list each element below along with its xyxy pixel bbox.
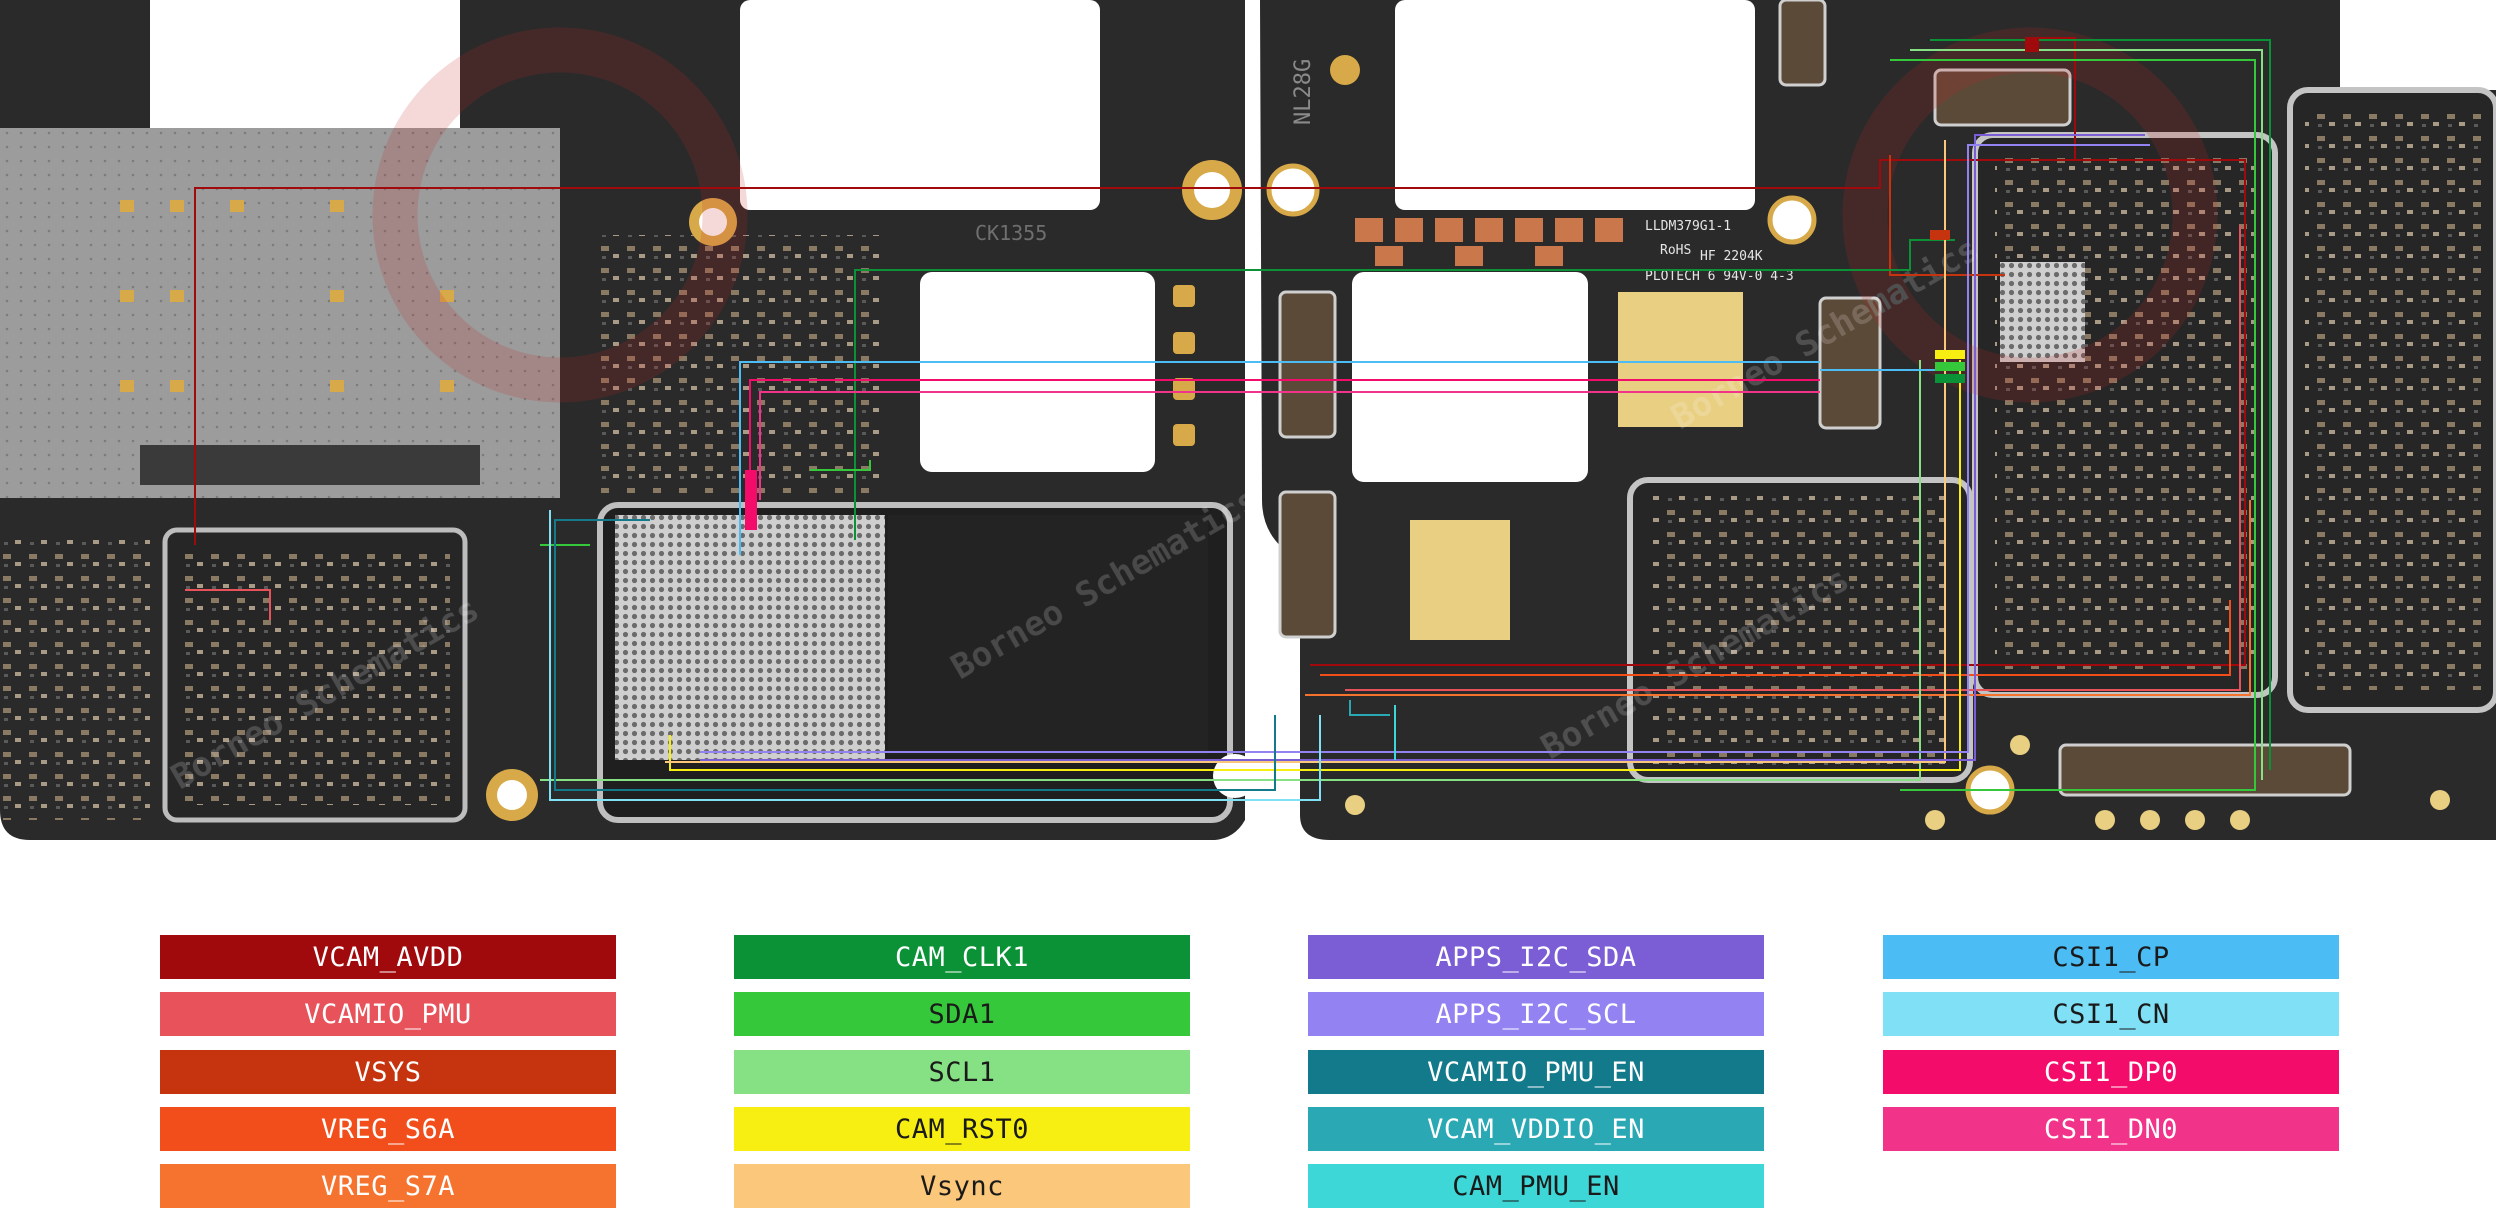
legend-item-csi1-cp: CSI1_CP [1883, 935, 2339, 979]
silkscreen-pcb-maker: PLOTECH 6 94V-0 4-3 [1645, 269, 1794, 284]
silkscreen-left-code: CK1355 [975, 221, 1047, 245]
legend-label: CSI1_DP0 [2043, 1056, 2179, 1088]
silkscreen-part-number: LLDM379G1-1 [1645, 219, 1731, 234]
legend-item-vreg-s6a: VREG_S6A [160, 1107, 616, 1151]
legend-label: VREG_S6A [320, 1113, 456, 1145]
legend-item-csi1-cn: CSI1_CN [1883, 992, 2339, 1036]
legend-item-vsys: VSYS [160, 1050, 616, 1094]
legend-label: VCAM_AVDD [312, 941, 464, 973]
legend-label: SCL1 [928, 1056, 996, 1088]
legend-label: VCAMIO_PMU_EN [1427, 1056, 1645, 1088]
probe-markers [745, 38, 2039, 530]
legend-item-sda1: SDA1 [734, 992, 1190, 1036]
legend-item-apps-i2c-scl: APPS_I2C_SCL [1308, 992, 1764, 1036]
legend-item-scl1: SCL1 [734, 1050, 1190, 1094]
legend-item-vsync: Vsync [734, 1164, 1190, 1208]
legend-item-vcam-vddio-en: VCAM_VDDIO_EN [1308, 1107, 1764, 1151]
legend-label: CSI1_CP [2052, 941, 2170, 973]
left-board [0, 0, 1257, 840]
legend-label: VREG_S7A [320, 1170, 456, 1202]
legend-item-cam-pmu-en: CAM_PMU_EN [1308, 1164, 1764, 1208]
legend-label: VCAM_VDDIO_EN [1427, 1113, 1645, 1145]
legend-label: CSI1_DN0 [2043, 1113, 2179, 1145]
legend-item-vcam-avdd: VCAM_AVDD [160, 935, 616, 979]
legend-label: Vsync [920, 1170, 1004, 1202]
legend-item-vcamio-pmu: VCAMIO_PMU [160, 992, 616, 1036]
legend-item-csi1-dp0: CSI1_DP0 [1883, 1050, 2339, 1094]
legend-label: CAM_PMU_EN [1452, 1170, 1620, 1202]
legend-label: CSI1_CN [2052, 998, 2170, 1030]
legend-item-csi1-dn0: CSI1_DN0 [1883, 1107, 2339, 1151]
legend-item-cam-rst0: CAM_RST0 [734, 1107, 1190, 1151]
silkscreen-rohs: RoHS [1660, 243, 1691, 258]
legend-label: CAM_CLK1 [894, 941, 1030, 973]
legend-label: VCAMIO_PMU [304, 998, 472, 1030]
legend-label: CAM_RST0 [894, 1113, 1030, 1145]
legend-item-vreg-s7a: VREG_S7A [160, 1164, 616, 1208]
legend-item-apps-i2c-sda: APPS_I2C_SDA [1308, 935, 1764, 979]
legend-label: VSYS [354, 1056, 422, 1088]
signal-traces [185, 37, 2271, 801]
pcb-board-photo: CK1355 NL28G LLDM379G1-1 RoHS HF 2204K P… [0, 0, 2496, 840]
right-board [1260, 0, 2496, 840]
legend-label: APPS_I2C_SCL [1435, 998, 1637, 1030]
legend-item-vcamio-pmu-en: VCAMIO_PMU_EN [1308, 1050, 1764, 1094]
legend-label: SDA1 [928, 998, 996, 1030]
silkscreen-hf: HF 2204K [1700, 249, 1763, 264]
legend-item-cam-clk1: CAM_CLK1 [734, 935, 1190, 979]
legend-label: APPS_I2C_SDA [1435, 941, 1637, 973]
silkscreen-right-code: NL28G [1291, 59, 1316, 125]
